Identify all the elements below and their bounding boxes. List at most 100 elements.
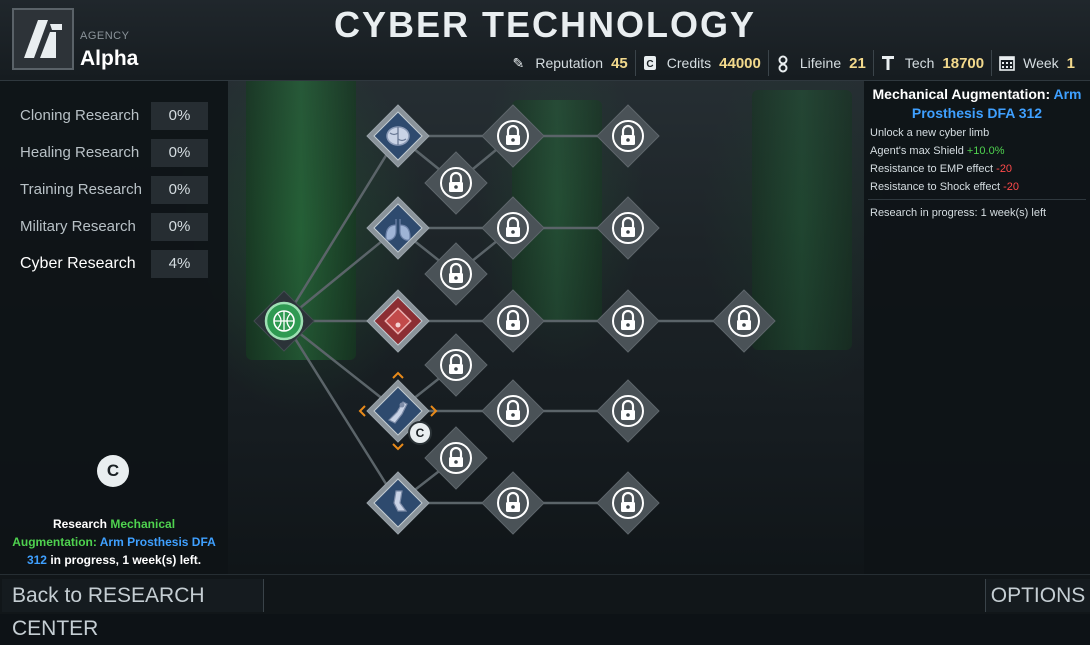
page-title: CYBER TECHNOLOGY	[333, 4, 757, 45]
effect-text: Unlock a new cyber limb	[870, 127, 990, 139]
research-cyber[interactable]: Cyber Research 4%	[20, 250, 210, 278]
tree-link	[283, 320, 399, 412]
detail-effect: Resistance to EMP effect -20	[870, 163, 1012, 175]
tech-icon	[881, 55, 895, 71]
stat-tech: Tech 18700	[872, 50, 991, 76]
green-tank-right	[752, 90, 852, 350]
detail-title-item: Arm Prosthesis DFA 312	[911, 86, 1082, 121]
globe-network-icon	[273, 310, 295, 332]
selection-indicator	[358, 371, 438, 451]
status-suffix: in progress, 1 week(s) left.	[46, 553, 202, 567]
tech-node-l3[interactable]	[596, 104, 660, 168]
research-name: Training Research	[20, 181, 142, 198]
tech-node-l9[interactable]	[712, 289, 776, 353]
tech-node-leg[interactable]	[366, 471, 430, 535]
effect-text: Agent's max Shield	[870, 145, 967, 157]
reputation-icon: ✎	[512, 55, 525, 71]
tech-node-l2[interactable]	[481, 104, 545, 168]
tech-node-l15[interactable]	[596, 471, 660, 535]
detail-divider	[868, 199, 1086, 200]
stat-value: 1	[1066, 54, 1075, 72]
status-category: Mechanical Augmentation:	[12, 517, 176, 549]
tech-node-brain[interactable]	[366, 104, 430, 168]
effect-value: +10.0%	[966, 145, 1005, 157]
agency-label: AGENCY	[80, 30, 130, 42]
lifeline-icon	[776, 55, 790, 73]
stat-label: Tech	[904, 55, 935, 71]
research-categories-panel: Cloning Research 0% Healing Research 0% …	[0, 81, 228, 574]
research-cloning[interactable]: Cloning Research 0%	[20, 102, 210, 130]
stat-value: 44000	[719, 54, 761, 72]
tech-node-root[interactable]	[253, 290, 315, 352]
stat-label: Lifeine	[799, 55, 842, 71]
lock-icon	[497, 212, 529, 244]
agency-logo-icon	[12, 8, 74, 70]
lock-icon	[612, 305, 644, 337]
tech-node-l14[interactable]	[481, 471, 545, 535]
tree-link	[282, 320, 400, 504]
lock-icon	[440, 258, 472, 290]
detail-title-prefix: Mechanical Augmentation:	[872, 86, 1054, 102]
effect-text: Resistance to Shock effect	[870, 181, 1004, 193]
tech-node-shield[interactable]	[366, 289, 430, 353]
back-to-research-center-button[interactable]: Back to RESEARCH CENTER	[2, 579, 264, 640]
tech-node-l12[interactable]	[596, 379, 660, 443]
tech-node-lungs[interactable]	[366, 196, 430, 260]
research-name: Cloning Research	[20, 107, 140, 124]
tech-node-arm[interactable]: C	[358, 371, 438, 451]
lock-icon	[497, 487, 529, 519]
robotic-leg-icon	[393, 490, 408, 512]
lock-icon	[440, 442, 472, 474]
tech-node-l7[interactable]	[481, 289, 545, 353]
tech-node-l10[interactable]	[424, 333, 488, 397]
lock-icon	[612, 212, 644, 244]
tech-tree-canvas: C	[253, 104, 776, 535]
robotic-arm-icon	[387, 401, 408, 424]
tech-tree: C	[228, 81, 864, 574]
detail-effect: Agent's max Shield +10.0%	[870, 145, 1005, 157]
tech-node-l11[interactable]	[481, 379, 545, 443]
lungs-icon	[385, 219, 411, 241]
options-button[interactable]: OPTIONS	[985, 579, 1090, 612]
research-healing[interactable]: Healing Research 0%	[20, 139, 210, 167]
credits-icon: C	[643, 55, 657, 71]
lock-icon	[440, 167, 472, 199]
research-name: Cyber Research	[20, 255, 136, 272]
stat-value: 18700	[942, 54, 985, 72]
tech-node-l13[interactable]	[424, 426, 488, 490]
lock-icon	[497, 395, 529, 427]
svg-text:C: C	[646, 59, 653, 70]
research-name: Healing Research	[20, 144, 140, 161]
stat-credits: C Credits 44000	[634, 50, 768, 76]
top-bar: AGENCY Alpha CYBER TECHNOLOGY ✎ Reputati…	[0, 0, 1090, 81]
lock-icon	[728, 305, 760, 337]
tech-node-l6[interactable]	[596, 196, 660, 260]
research-training[interactable]: Training Research 0%	[20, 176, 210, 204]
tech-node-l4[interactable]	[424, 242, 488, 306]
tech-node-l5[interactable]	[481, 196, 545, 260]
resource-stats: ✎ Reputation 45 C Credits 44000 Lifeine …	[504, 50, 1082, 76]
brain-icon	[386, 126, 410, 146]
tech-node-l1[interactable]	[424, 151, 488, 215]
research-progress: 4%	[151, 250, 208, 278]
research-progress: 0%	[151, 176, 208, 204]
status-item: Arm Prosthesis DFA 312	[26, 535, 216, 567]
stat-lifeline: Lifeine 21	[767, 50, 873, 76]
stat-value: 21	[849, 54, 866, 72]
status-prefix: Research	[52, 517, 111, 531]
lock-icon	[497, 305, 529, 337]
progress-badge-symbol: C	[416, 426, 425, 440]
research-military[interactable]: Military Research 0%	[20, 213, 210, 241]
lock-icon	[612, 120, 644, 152]
tree-link	[283, 227, 399, 322]
research-name: Military Research	[20, 218, 136, 235]
effect-text: Resistance to EMP effect	[870, 163, 997, 175]
detail-title: Mechanical Augmentation: Arm Prosthesis …	[870, 85, 1084, 123]
detail-progress: Research in progress: 1 week(s) left	[870, 207, 1047, 219]
tech-node-l8[interactable]	[596, 289, 660, 353]
stat-week: Week 1	[991, 50, 1082, 76]
lock-icon	[497, 120, 529, 152]
research-status-message: Research Mechanical Augmentation: Arm Pr…	[10, 515, 218, 569]
tree-link	[282, 135, 400, 322]
research-progress: 0%	[151, 213, 208, 241]
